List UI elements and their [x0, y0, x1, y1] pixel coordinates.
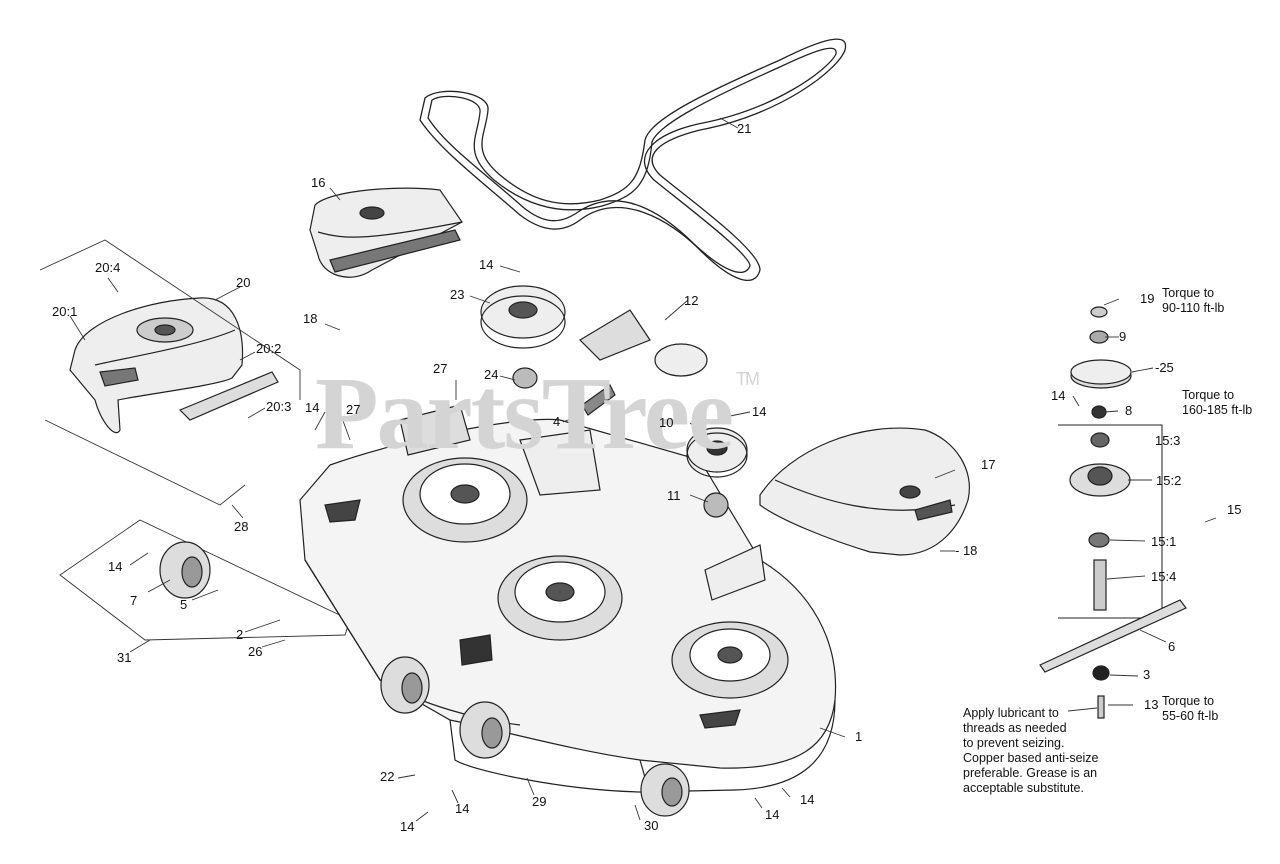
left-belt-cover — [69, 297, 279, 434]
torque-note-19-line2: 90-110 ft-lb — [1162, 301, 1225, 315]
callout-15: 15 — [1227, 502, 1242, 517]
torque-note-13-line2: 55-60 ft-lb — [1162, 709, 1219, 723]
lubricant-note-line3: to prevent seizing. — [963, 736, 1065, 750]
callout-20-4: 20:4 — [95, 260, 121, 275]
callout-19: 19 — [1140, 291, 1155, 306]
lubricant-note: Apply lubricant to threads as needed to … — [963, 706, 1099, 796]
callout-14-b: 14 — [305, 400, 320, 415]
callout-14-c: 14 — [752, 404, 767, 419]
callout-2: 2 — [236, 627, 244, 642]
callout-30: 30 — [644, 818, 659, 833]
lubricant-note-line4: Copper based anti-seize — [963, 751, 1099, 765]
trademark-mark: TM — [736, 369, 760, 389]
lubricant-note-line2: threads as needed — [963, 721, 1067, 735]
torque-note-13-line1: Torque to — [1162, 694, 1215, 708]
callout-22: 22 — [380, 769, 395, 784]
right-belt-cover — [759, 427, 970, 556]
callout-31: 31 — [117, 650, 132, 665]
torque-note-13: Torque to 55-60 ft-lb — [1162, 694, 1218, 724]
leader-lines — [69, 117, 1217, 822]
drive-belt — [419, 38, 847, 281]
callout-14-h: 14 — [765, 807, 780, 822]
callout-14-i: 14 — [800, 792, 815, 807]
lubricant-note-line5: preferable. Grease is an — [963, 766, 1098, 780]
callout-14-a: 14 — [479, 257, 494, 272]
callout-17: 17 — [981, 457, 996, 472]
callout-16: 16 — [311, 175, 326, 190]
callout-1: 1 — [855, 729, 863, 744]
callout-20: 20 — [236, 275, 251, 290]
callout-14-e: 14 — [108, 559, 123, 574]
callout-13: 13 — [1144, 697, 1159, 712]
callout-20-3: 20:3 — [266, 399, 292, 414]
callout-29: 29 — [532, 794, 547, 809]
callout-8: 8 — [1125, 403, 1133, 418]
callout-12: 12 — [684, 293, 699, 308]
callout-7: 7 — [130, 593, 138, 608]
callout-15-2: 15:2 — [1156, 473, 1182, 488]
torque-note-8-line1: Torque to — [1182, 388, 1235, 402]
torque-note-8-line2: 160-185 ft-lb — [1182, 403, 1253, 417]
callout-20-1: 20:1 — [52, 304, 78, 319]
top-belt-cover — [309, 187, 463, 278]
callout-11: 11 — [667, 488, 681, 503]
callout-9: 9 — [1119, 329, 1127, 344]
callout-15-1: 15:1 — [1151, 534, 1177, 549]
watermark-text: PartsTree — [315, 356, 734, 471]
callout-27-a: 27 — [433, 361, 448, 376]
callout-24: 24 — [484, 367, 499, 382]
spindle-assembly — [1039, 306, 1187, 719]
pulleys — [480, 285, 748, 518]
callout-18-b: - 18 — [955, 543, 978, 558]
callout-27-b: 27 — [346, 402, 361, 417]
callout-14-d: 14 — [1051, 388, 1066, 403]
callout-15-4: 15:4 — [1151, 569, 1177, 584]
lubricant-note-line6: acceptable substitute. — [963, 781, 1084, 795]
caster-wheels — [159, 541, 690, 817]
lubricant-note-line1: Apply lubricant to — [963, 706, 1059, 720]
callout-28: 28 — [234, 519, 249, 534]
callout-6: 6 — [1168, 639, 1176, 654]
callout-21: 21 — [737, 121, 752, 136]
deck-housing — [299, 404, 837, 796]
callout-23: 23 — [450, 287, 465, 302]
torque-note-19: Torque to 90-110 ft-lb — [1162, 286, 1224, 316]
callout-26: 26 — [248, 644, 263, 659]
callout-18-a: 18 — [303, 311, 318, 326]
callout-5: 5 — [180, 597, 188, 612]
torque-note-8: Torque to 160-185 ft-lb — [1182, 388, 1252, 418]
callout-14-g: 14 — [455, 801, 470, 816]
callout-3: 3 — [1143, 667, 1151, 682]
callout-4: 4 — [553, 414, 561, 429]
callout-15-3: 15:3 — [1155, 433, 1181, 448]
callout-25: -25 — [1155, 360, 1174, 375]
callout-10: 10 — [659, 415, 674, 430]
callout-20-2: 20:2 — [256, 341, 282, 356]
torque-note-19-line1: Torque to — [1162, 286, 1215, 300]
callout-14-f: 14 — [400, 819, 415, 834]
